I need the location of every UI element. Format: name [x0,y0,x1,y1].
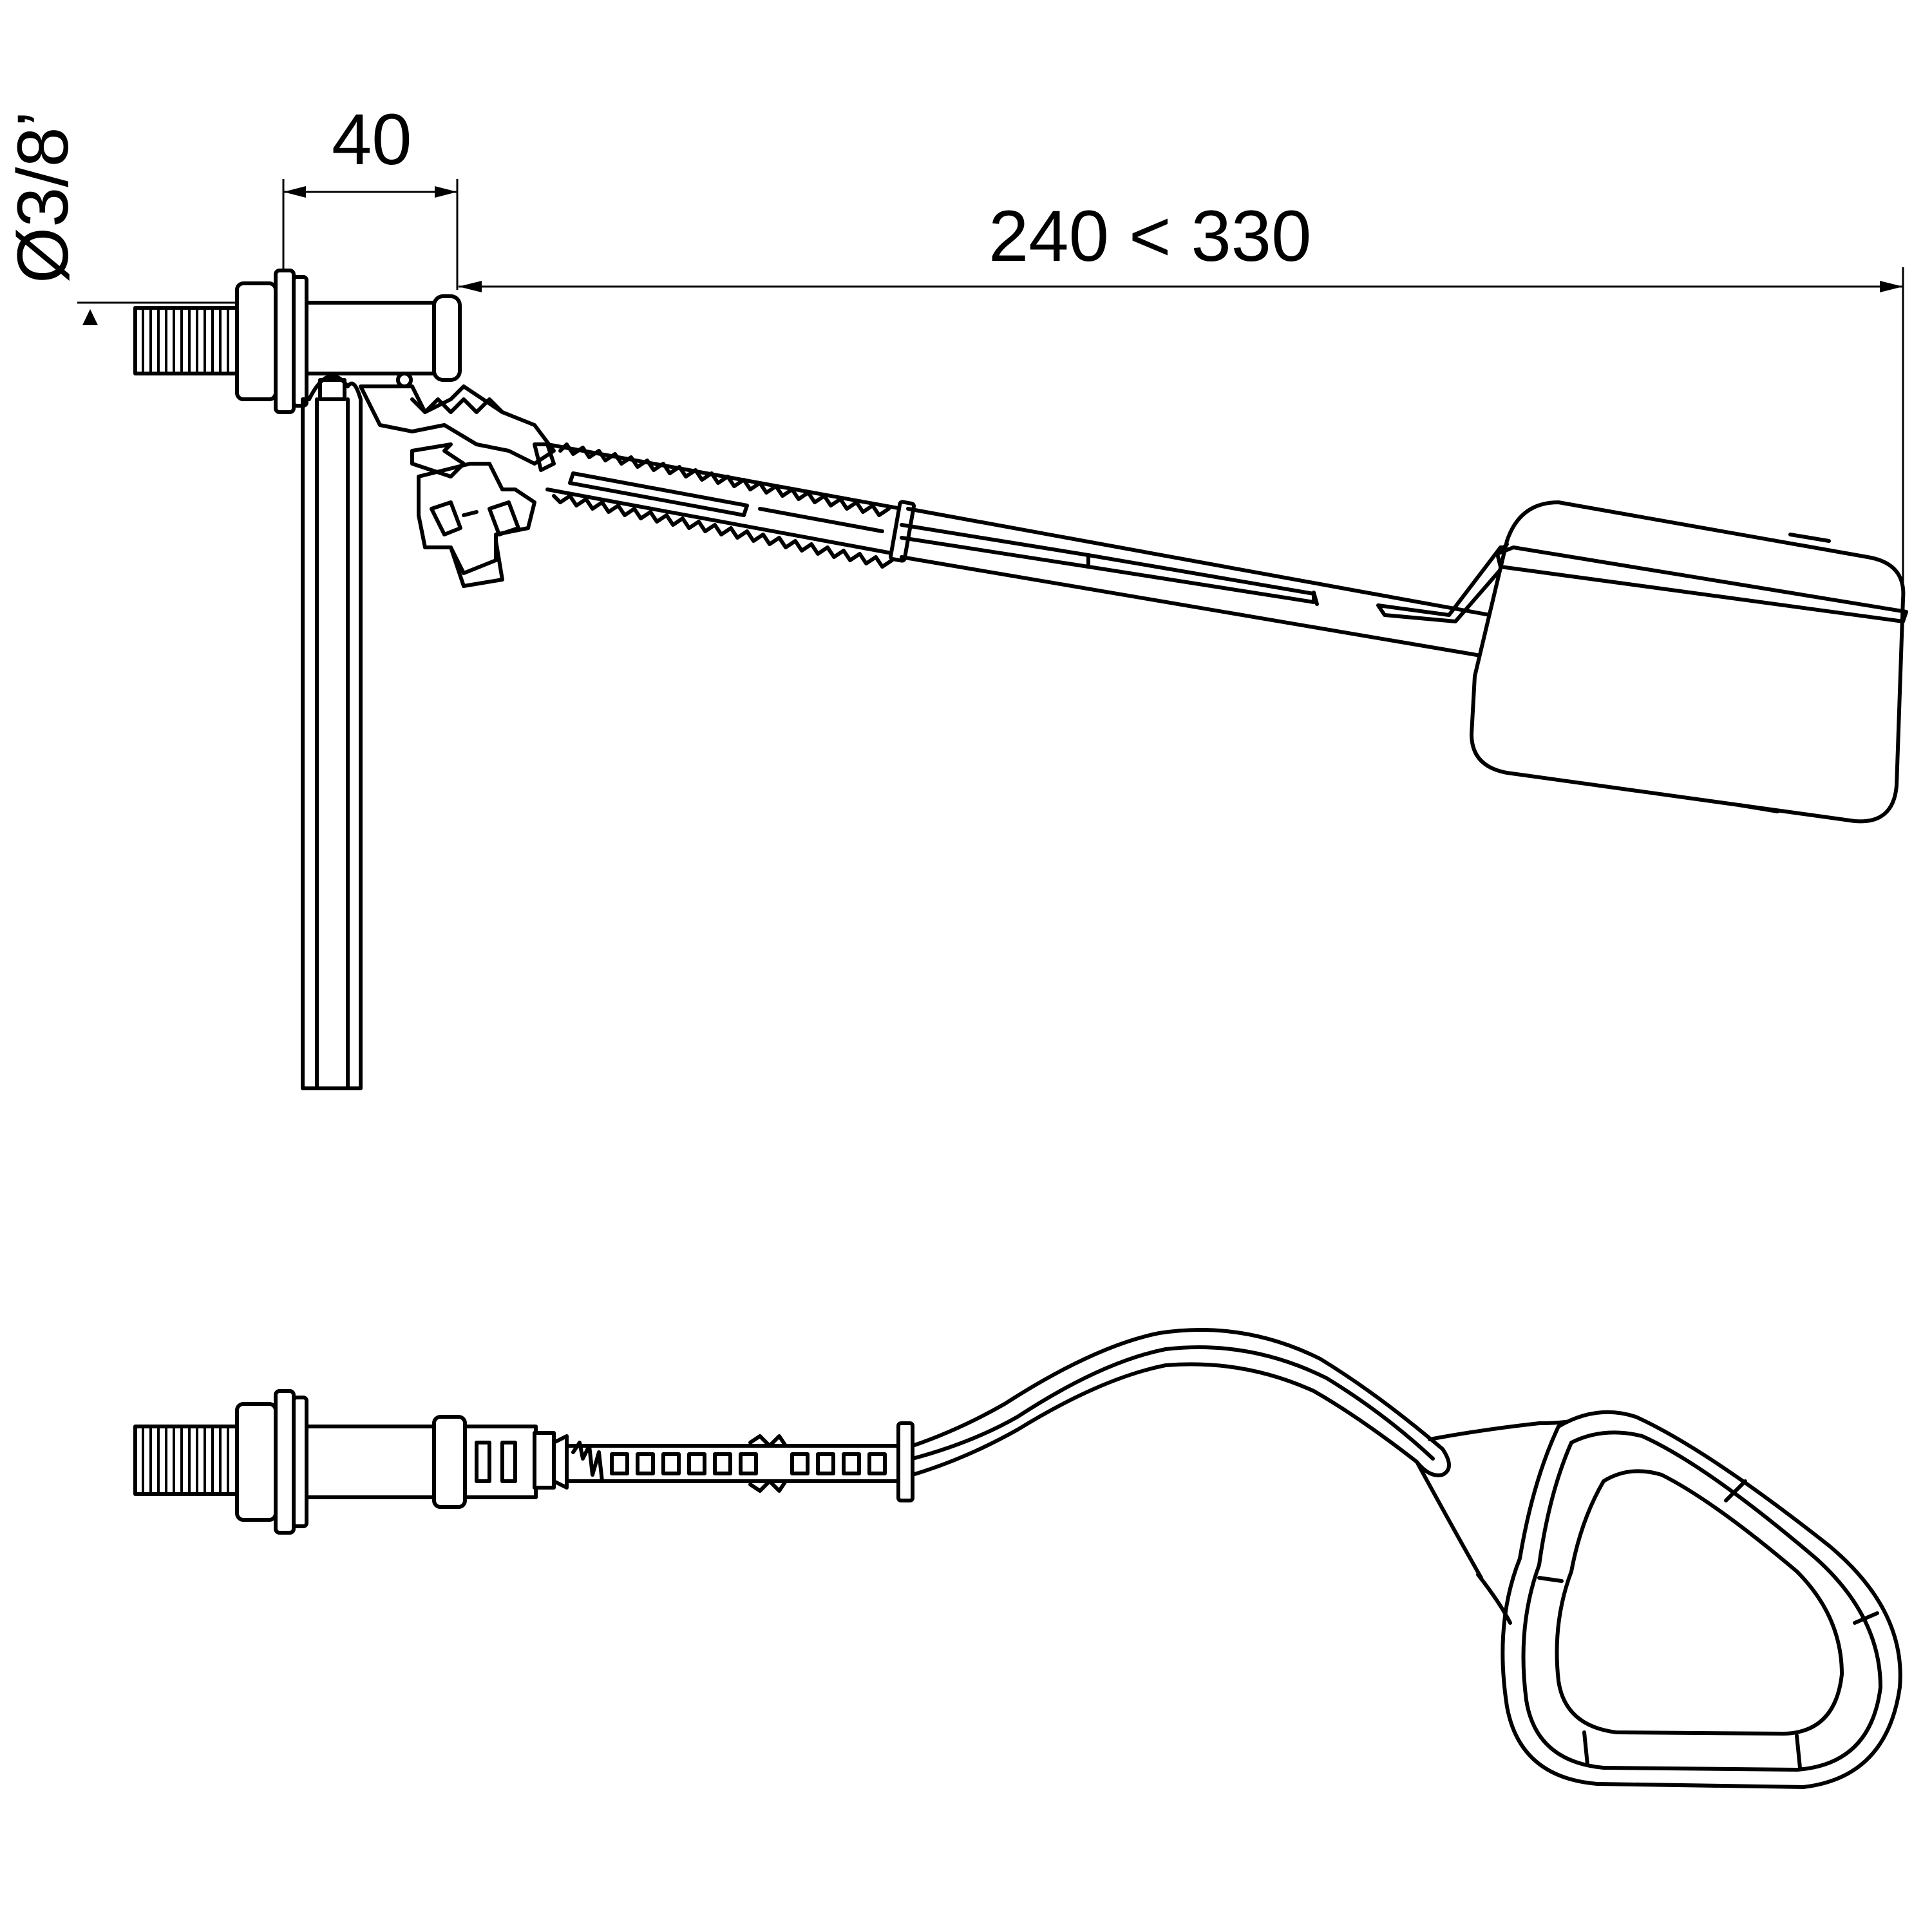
dimension-annotations: Ø3/8’ 40 240 < 330 [3,99,1904,621]
arm-reach-arrow-right [1880,281,1903,292]
side-mounting-nut [235,269,308,414]
thread-diameter-label: Ø3/8’ [3,111,83,283]
arm-reach-arrow-left [459,281,482,292]
top-adjuster [463,1425,569,1499]
top-curved-rod [911,1328,1451,1477]
side-float-rod [900,507,1522,662]
arm-reach-label: 240 < 330 [989,196,1311,276]
body-length-label: 40 [332,99,412,180]
top-float [1415,1410,1902,1789]
side-adjuster-clamp [359,372,556,588]
top-adjustable-arm [565,1421,914,1502]
side-view [133,269,1908,1090]
top-threaded-inlet [133,1425,240,1496]
side-adjustable-arm [545,442,916,569]
side-valve-body [305,294,462,382]
side-float-box [1470,500,1908,824]
side-threaded-inlet [133,306,240,375]
top-view [133,1328,1902,1789]
side-silencer-tube [301,374,363,1090]
top-mounting-nut [235,1389,308,1535]
thread-diameter-arrow [82,309,98,325]
body-length-arrow-left [283,186,306,198]
top-valve-body [305,1415,467,1509]
body-length-arrow-right [435,186,457,198]
